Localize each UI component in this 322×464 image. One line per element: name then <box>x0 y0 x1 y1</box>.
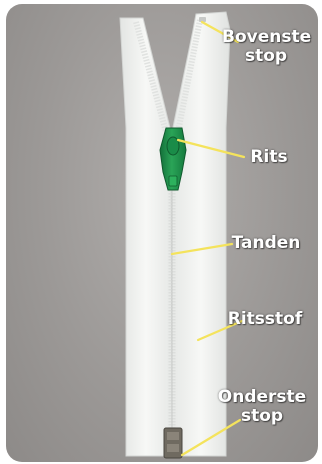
label-bottom-stop-line1: Onderste <box>216 388 308 407</box>
label-top-stop-line2: stop <box>222 47 310 66</box>
label-top-stop-line1: Bovenste <box>222 28 310 47</box>
label-teeth: Tanden <box>228 234 304 253</box>
label-bottom-stop-line2: stop <box>216 407 308 426</box>
label-slider: Rits <box>244 148 294 167</box>
label-tape: Ritsstof <box>226 310 304 329</box>
bottom-stop <box>164 428 182 458</box>
zipper-tape-left <box>120 18 172 456</box>
label-top-stop: Bovenste stop <box>222 28 310 66</box>
label-bottom-stop: Onderste stop <box>216 388 308 426</box>
